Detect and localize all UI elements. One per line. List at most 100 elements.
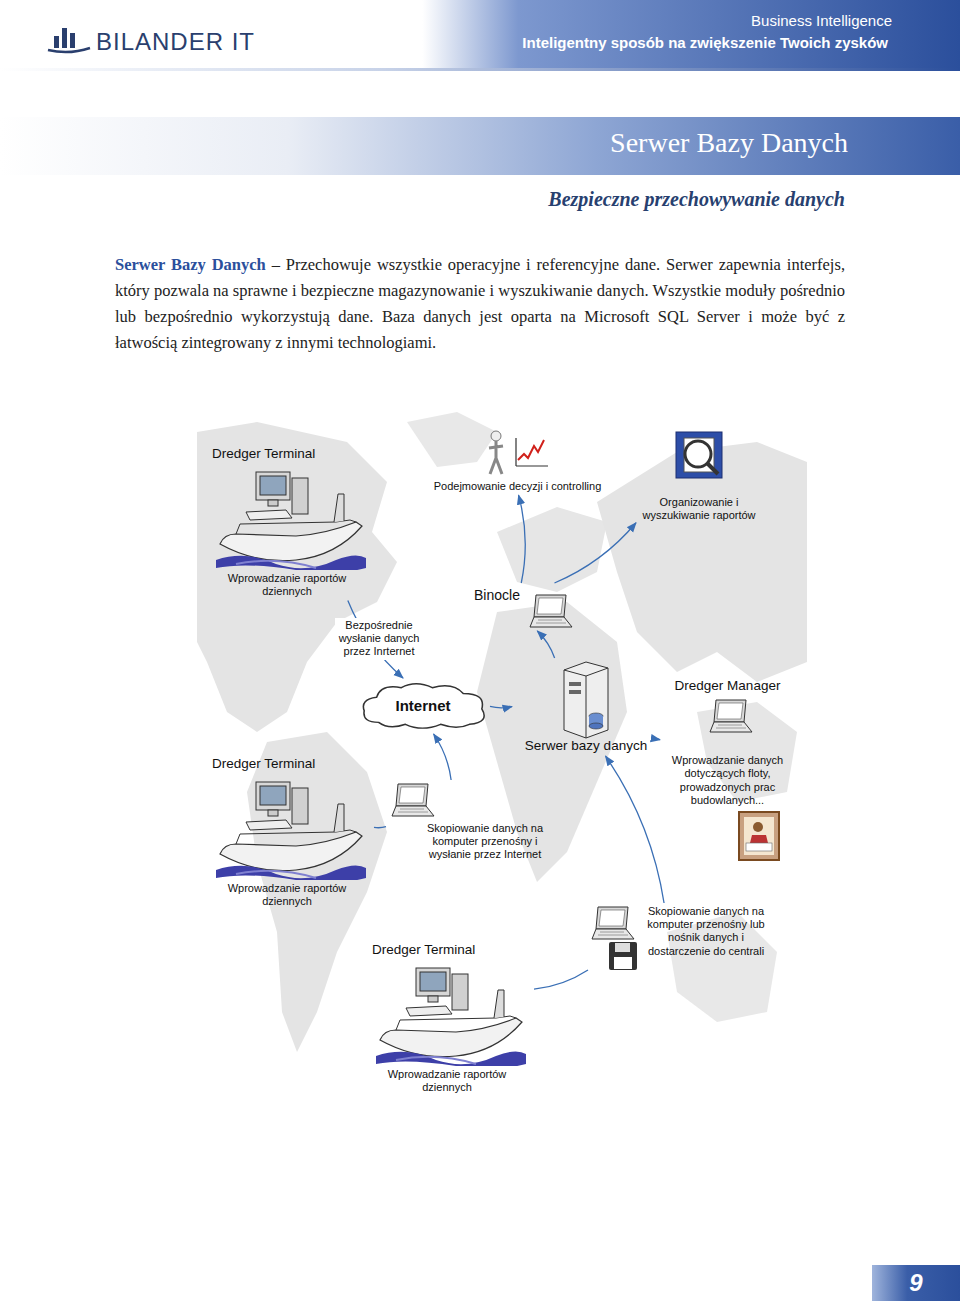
connector-arrow xyxy=(490,706,512,707)
drawing-part xyxy=(486,428,550,476)
drawing-part xyxy=(708,698,754,734)
drawing-part xyxy=(236,871,316,878)
server-icon xyxy=(556,660,616,740)
diagram-node: Dredger TerminalWprowadzanie raportów dz… xyxy=(372,942,532,1095)
drawing-part xyxy=(236,830,356,844)
drawing-part xyxy=(528,593,574,629)
drawing-part xyxy=(396,1057,476,1064)
drawing-part xyxy=(416,968,450,996)
drawing-part xyxy=(197,412,807,1112)
drawing-part xyxy=(220,832,362,871)
drawing-part xyxy=(216,464,366,570)
drawing-part xyxy=(491,431,501,441)
drawing-part xyxy=(292,478,308,514)
drawing-part xyxy=(256,472,290,500)
header-title: Business Intelligence xyxy=(751,12,892,29)
drawing-part xyxy=(334,494,344,522)
drawing-part xyxy=(714,700,746,722)
drawing-part xyxy=(489,441,503,474)
drawing-part xyxy=(596,907,628,929)
node-caption: Wprowadzanie danych dotyczących floty, p… xyxy=(660,754,795,807)
diagram-node: Binocle xyxy=(474,585,570,629)
drawing-part xyxy=(614,957,632,969)
drawing-part xyxy=(268,500,278,506)
drawing-part xyxy=(746,843,772,851)
node-title: Dredger Terminal xyxy=(372,942,532,958)
laptop-floppy-group xyxy=(590,905,640,971)
node-caption: Wprowadzanie raportów dziennych xyxy=(212,570,372,598)
logo-text: BILANDER IT xyxy=(96,28,255,56)
drawing-part xyxy=(256,782,290,810)
drawing-part xyxy=(518,440,544,460)
drawing-part xyxy=(396,1016,516,1030)
connector-arrow xyxy=(658,738,660,740)
drawing-part xyxy=(516,438,548,466)
connector-arrow xyxy=(606,756,664,903)
drawing-part xyxy=(569,690,581,694)
drawing-part xyxy=(392,806,434,816)
node-title: Dredger Manager xyxy=(660,678,795,694)
drawing-part xyxy=(220,522,362,561)
ship-illustration xyxy=(376,960,526,1066)
drawing-part xyxy=(334,804,344,832)
drawing-part xyxy=(608,941,638,971)
decision-icon xyxy=(486,428,550,476)
drawing-part xyxy=(674,430,724,480)
connector-arrow xyxy=(534,970,588,989)
diagram-node: Dredger ManagerWprowadzanie danych dotyc… xyxy=(660,678,795,861)
node-text-column: Skopiowanie danych na komputer przenośny… xyxy=(646,905,766,958)
diagram-node: Skopiowanie danych na komputer przenośny… xyxy=(590,905,766,971)
diagram-node: Podejmowanie decyzji i controlling xyxy=(430,428,605,493)
drawing-part xyxy=(609,942,637,970)
drawing-part xyxy=(428,996,438,1002)
drawing-part xyxy=(268,810,278,816)
drawing-part xyxy=(216,774,366,880)
drawing-part xyxy=(390,782,436,818)
drawing-part xyxy=(590,905,636,941)
drawing-part xyxy=(710,722,752,732)
drawing-part xyxy=(420,972,446,991)
connector-arrow xyxy=(554,523,636,583)
drawing-part xyxy=(676,432,722,478)
reports-icon xyxy=(674,430,724,480)
connector-arrow xyxy=(519,495,526,583)
drawing-part xyxy=(599,910,625,926)
drawing-part xyxy=(260,476,286,495)
header-rule xyxy=(0,68,960,71)
drawing-part xyxy=(246,510,292,520)
drawing-part xyxy=(564,668,608,738)
diagram-node: Dredger TerminalWprowadzanie raportów dz… xyxy=(212,756,372,909)
drawing-part xyxy=(406,1006,452,1016)
diagram-node: Skopiowanie danych na komputer przenośny… xyxy=(388,782,546,862)
drawing-part xyxy=(54,36,59,48)
manager-icon xyxy=(738,811,780,861)
paragraph-lead: Serwer Bazy Danych xyxy=(115,255,266,274)
node-title: Dredger Terminal xyxy=(212,756,372,772)
laptop-icon xyxy=(390,782,436,818)
drawing-part xyxy=(707,463,718,474)
drawing-part xyxy=(376,1052,526,1067)
drawing-part xyxy=(530,617,572,627)
drawing-part xyxy=(537,598,563,614)
drawing-part xyxy=(70,33,75,48)
drawing-part xyxy=(497,507,607,592)
drawing-part xyxy=(536,620,566,623)
node-title: Dredger Terminal xyxy=(212,446,372,462)
diagram-node: Organizowanie i wyszukiwanie raportów xyxy=(638,430,760,522)
drawing-part xyxy=(569,682,581,686)
drawing-part xyxy=(598,932,628,935)
page-number: 9 xyxy=(872,1265,960,1301)
drawing-part xyxy=(376,960,526,1066)
drawing-part xyxy=(717,703,743,719)
section-subtitle: Bezpieczne przechowywanie danych xyxy=(548,188,845,211)
drawing-part xyxy=(197,422,397,732)
node-caption: Wprowadzanie raportów dziennych xyxy=(372,1066,532,1094)
drawing-part xyxy=(716,725,746,728)
header-tagline: Inteligentny sposób na zwiększenie Twoic… xyxy=(522,34,888,51)
drawing-part xyxy=(407,412,497,467)
drawing-part xyxy=(236,520,356,534)
drawing-part xyxy=(615,943,630,952)
connector-arrow xyxy=(434,734,451,780)
drawing-part xyxy=(753,822,763,832)
drawing-part xyxy=(556,660,616,740)
